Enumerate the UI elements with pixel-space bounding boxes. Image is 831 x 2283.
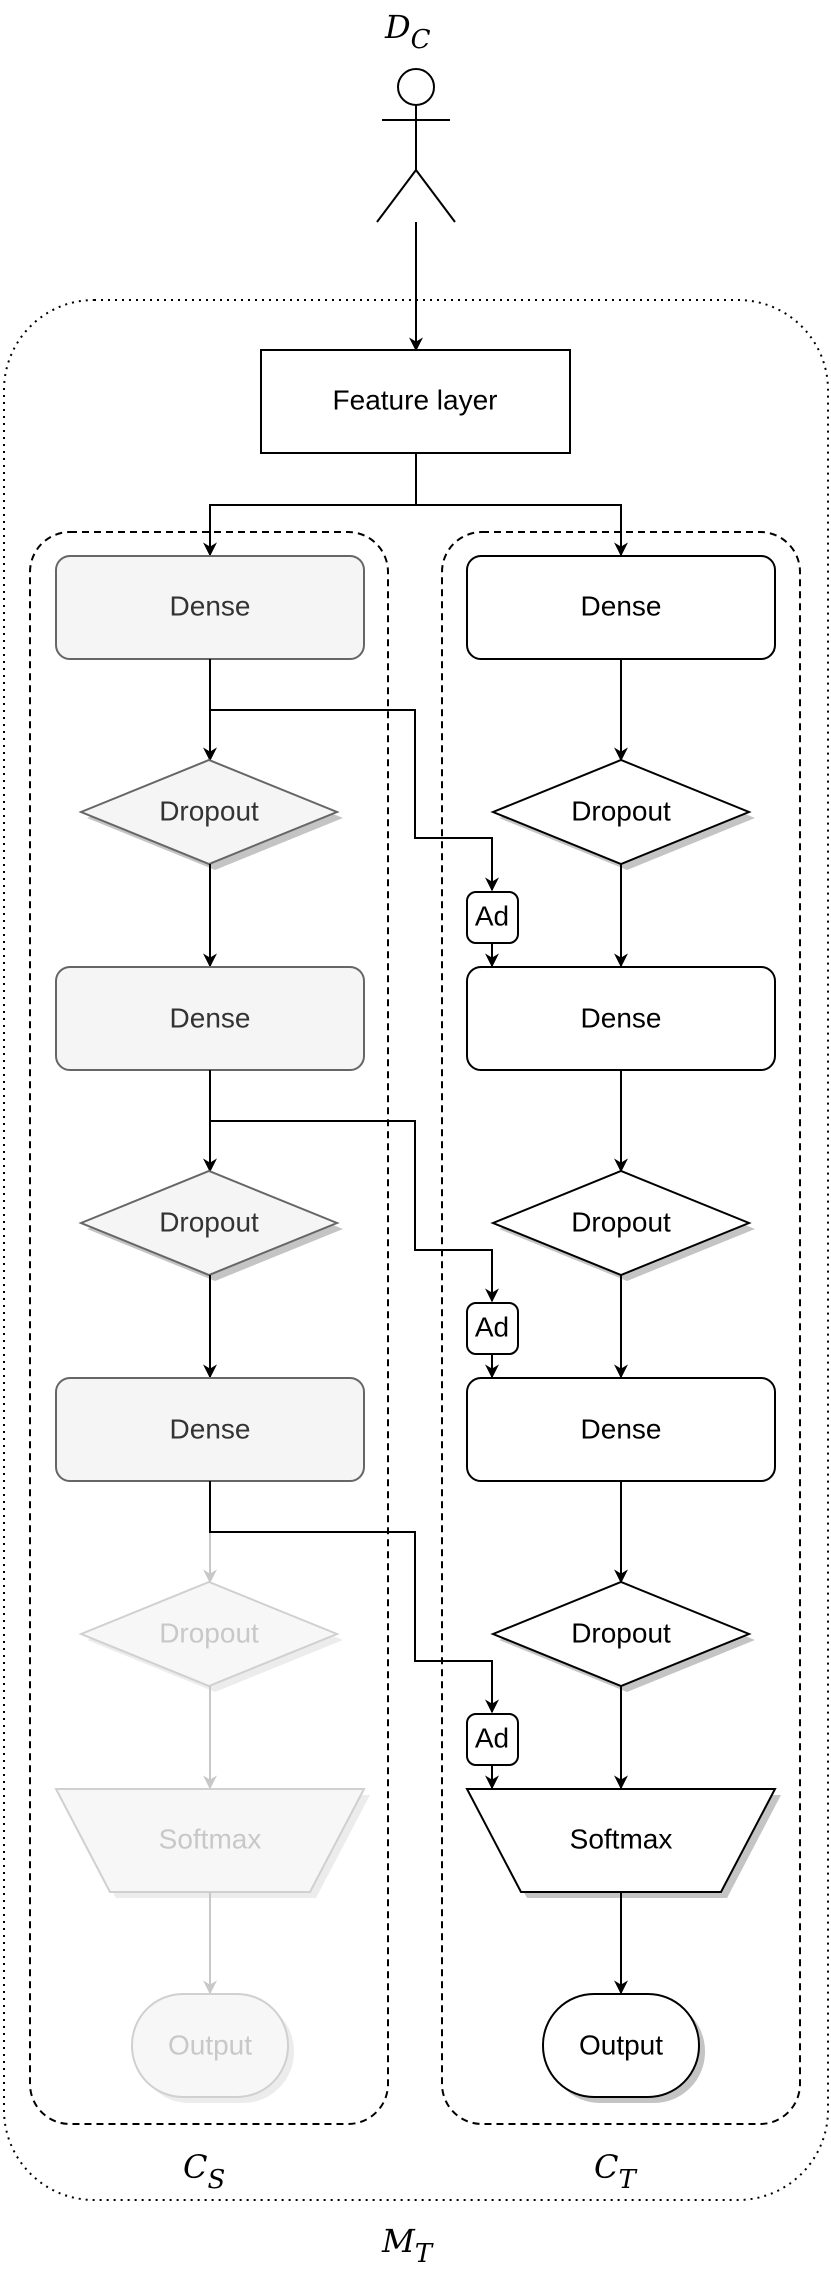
edge-adapter-3 [209,1481,499,1714]
adapter-3-label: Ad [475,1722,509,1753]
adapter-1-label: Ad [475,900,509,931]
source-dense-2-label: Dense [170,1002,251,1033]
source-softmax-label: Softmax [159,1823,262,1854]
edge-feature-source [203,453,417,557]
target-dense-2-label: Dense [581,1002,662,1033]
source-dropout-1-label: Dropout [159,795,259,826]
source-output [131,1993,289,2098]
target-softmax-label: Softmax [570,1823,673,1854]
actor-label: DC [384,8,431,55]
model-label: MT [381,2222,434,2269]
source-dense-3-label: Dense [170,1413,251,1444]
target-output-label: Output [579,2029,663,2060]
target-dropout-1-label: Dropout [571,795,671,826]
target-dropout-2 [490,1169,752,1277]
feature-layer-label: Feature layer [333,384,498,415]
source-dropout-1 [78,758,340,866]
source-dropout-3-label: Dropout [159,1617,259,1648]
adapter-2-label: Ad [475,1311,509,1342]
target-output [542,1993,700,2098]
source-dense-1-label: Dense [170,590,251,621]
edge-adapter-2 [210,1120,499,1303]
target-dense-1-label: Dense [581,590,662,621]
target-dropout-2-label: Dropout [571,1206,671,1237]
target-softmax [465,1788,777,1893]
source-group-label: CS [183,2148,225,2195]
target-dropout-1 [490,758,752,866]
actor-dc [376,68,456,223]
target-dense-3-label: Dense [581,1413,662,1444]
target-dropout-3-label: Dropout [571,1617,671,1648]
source-output-label: Output [168,2029,252,2060]
source-softmax [54,1788,366,1893]
source-dropout-2 [78,1169,340,1277]
target-group-label: CT [594,2148,637,2195]
actor-head [397,68,435,106]
source-dropout-3 [78,1580,340,1688]
source-dropout-2-label: Dropout [159,1206,259,1237]
edge-adapter-1 [210,709,499,892]
edge-feature-target [416,504,628,557]
target-dropout-3 [490,1580,752,1688]
